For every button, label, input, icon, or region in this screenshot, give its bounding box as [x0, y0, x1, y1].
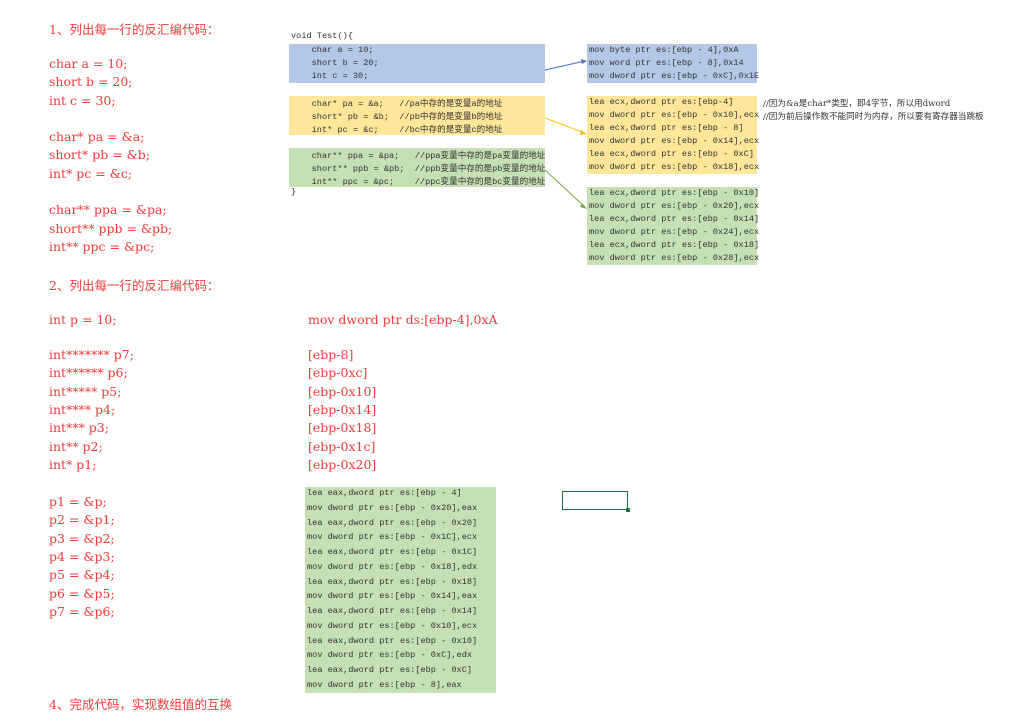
ptr-addr: [ebp-0x18] [308, 420, 377, 436]
asm-line: mov dword ptr es:[ebp - 8],eax [307, 679, 462, 690]
asm-line: mov dword ptr es:[ebp - 0x20],ecx [589, 201, 760, 211]
test-code-line: short** ppb = &pb; //ppb变量中存的是pb变量的地址 [291, 164, 546, 174]
test-code-line: int** ppc = &pc; //ppc变量中存的是bc变量的地址 [291, 177, 546, 187]
ptr-assign: p1 = &p; [49, 494, 107, 509]
ptr-addr: [ebp-0xc] [308, 365, 368, 381]
ptr-addr: [ebp-0x14] [308, 401, 377, 417]
ptr-assign: p3 = &p2; [49, 530, 115, 546]
asm-block-green [587, 187, 757, 265]
ptr-decl: int*** p3; [49, 420, 109, 436]
asm-line: mov dword ptr es:[ebp - 0x20],eax [307, 502, 478, 513]
asm-line: lea eax,dword ptr es:[ebp - 0x10] [307, 635, 478, 646]
ptr-assign: p4 = &p3; [49, 548, 115, 564]
ptr-addr: [ebp-0x20] [308, 456, 377, 472]
code-block-blue [289, 44, 545, 83]
code-line: short** ppb = &pb; [49, 221, 173, 236]
section1-heading: 1、列出每一行的反汇编代码： [49, 22, 220, 37]
test-code-line: int c = 30; [291, 71, 369, 81]
test-code-line: short b = 20; [291, 58, 379, 68]
test-code-line: char* pa = &a; //pa中存的是变量a的地址 [291, 99, 503, 109]
asm-line: lea eax,dword ptr es:[ebp - 0x20] [307, 517, 478, 528]
asm-line: mov dword ptr es:[ebp - 0x18],edx [307, 561, 478, 572]
asm-line: mov dword ptr es:[ebp - 0x14],eax [307, 591, 478, 602]
asm-line: lea eax,dword ptr es:[ebp - 0xC] [307, 665, 473, 675]
ptr-assign: p5 = &p4; [49, 567, 115, 583]
code-line: int c = 30; [49, 93, 116, 108]
decl-asm: mov dword ptr ds:[ebp-4],0xA [308, 312, 498, 327]
asm-line: mov byte ptr es:[ebp - 4],0xA [589, 45, 739, 55]
asm-line: mov dword ptr es:[ebp - 0x24],ecx [589, 227, 760, 237]
arrow-green [544, 169, 586, 208]
asm-comment: //因为前后操作数不能同时为内存，所以要有寄存器当跳板 [763, 112, 984, 122]
asm-line: mov dword ptr es:[ebp - 0x1C],ecx [307, 532, 478, 543]
ptr-assign: p7 = &p6; [49, 603, 115, 619]
asm-line: lea eax,dword ptr es:[ebp - 0x18] [307, 576, 478, 587]
section2-heading: 2、列出每一行的反汇编代码： [49, 278, 220, 293]
ptr-decl: int* p1; [49, 456, 97, 472]
asm-line: lea eax,dword ptr es:[ebp - 0x1C] [307, 547, 478, 557]
ptr-decl: int**** p4; [49, 401, 116, 417]
code-line: char* pa = &a; [49, 129, 145, 144]
ptr-addr: [ebp-0x10] [308, 383, 377, 399]
asm-line: lea ecx,dword ptr es:[ebp - 0x14] [589, 214, 760, 224]
asm-line: mov word ptr es:[ebp - 8],0x14 [589, 58, 744, 68]
code-line: short* pb = &b; [49, 147, 150, 162]
code-line: char a = 10; [49, 56, 128, 71]
selected-cell[interactable] [562, 491, 630, 512]
asm-block-blue [587, 44, 757, 83]
test-code-line: char** ppa = &pa; //ppa变量中存的是pa变量的地址 [291, 151, 546, 161]
asm-line: mov dword ptr es:[ebp - 0xC],0x1E [589, 71, 760, 81]
asm-line: mov dword ptr es:[ebp - 0x10],ecx [589, 110, 760, 120]
test-func-close: } [291, 187, 297, 197]
ptr-assign: p6 = &p5; [49, 585, 115, 601]
section4-heading: 4、完成代码，实现数组值的互换 [49, 697, 232, 712]
asm-line: lea eax,dword ptr es:[ebp - 4] [307, 488, 462, 498]
asm-line: lea ecx,dword ptr es:[ebp - 0x18] [589, 240, 760, 250]
asm-line: lea ecx,dword ptr es:[ebp - 8] [589, 123, 744, 133]
asm-line: mov dword ptr es:[ebp - 0x18],ecx [589, 162, 760, 172]
asm-comment: //因为&a是char*类型，即4字节，所以用dword [763, 99, 951, 109]
ptr-assign: p2 = &p1; [49, 512, 115, 528]
asm-line: mov dword ptr es:[ebp - 0x14],ecx [589, 136, 760, 146]
code-line: int* pc = &c; [49, 166, 133, 181]
arrowhead-yellow [580, 130, 587, 135]
test-code-line: int* pc = &c; //bc中存的是变量c的地址 [291, 125, 503, 135]
test-code-line: short* pb = &b; //pb中存的是变量b的地址 [291, 112, 503, 122]
asm-line: lea eax,dword ptr es:[ebp - 0x14] [307, 606, 478, 616]
test-code-line: char a = 10; [291, 45, 374, 55]
ptr-decl: int****** p6; [49, 365, 128, 381]
ptr-addr: [ebp-8] [308, 347, 354, 362]
asm-block-section2 [305, 487, 496, 693]
code-line: int** ppc = &pc; [49, 239, 155, 254]
code-block-green [289, 148, 545, 187]
code-line: short b = 20; [49, 74, 133, 89]
arrow-yellow [544, 117, 586, 134]
asm-line: lea ecx,dword ptr es:[ebp - 0xC] [589, 149, 755, 159]
arrowhead-blue [581, 59, 587, 64]
ptr-addr: [ebp-0x1c] [308, 438, 376, 454]
arrow-blue [544, 60, 586, 71]
decl-line: int p = 10; [49, 312, 117, 327]
ptr-decl: int******* p7; [49, 347, 134, 362]
ptr-decl: int***** p5; [49, 383, 122, 399]
asm-line: mov dword ptr es:[ebp - 0x10],ecx [307, 620, 478, 631]
asm-line: mov dword ptr es:[ebp - 0xC],edx [307, 650, 473, 661]
code-block-yellow [289, 96, 545, 135]
test-func-open: void Test(){ [291, 31, 353, 41]
asm-line: lea ecx,dword ptr es:[ebp - 0x10] [589, 188, 760, 198]
asm-line: mov dword ptr es:[ebp - 0x28],ecx [589, 253, 760, 263]
code-line: char** ppa = &pa; [49, 202, 167, 217]
asm-block-yellow [587, 96, 757, 174]
ptr-decl: int** p2; [49, 438, 103, 454]
arrowhead-green [580, 203, 587, 209]
asm-line: lea ecx,dword ptr es:[ebp-4] [589, 97, 734, 107]
